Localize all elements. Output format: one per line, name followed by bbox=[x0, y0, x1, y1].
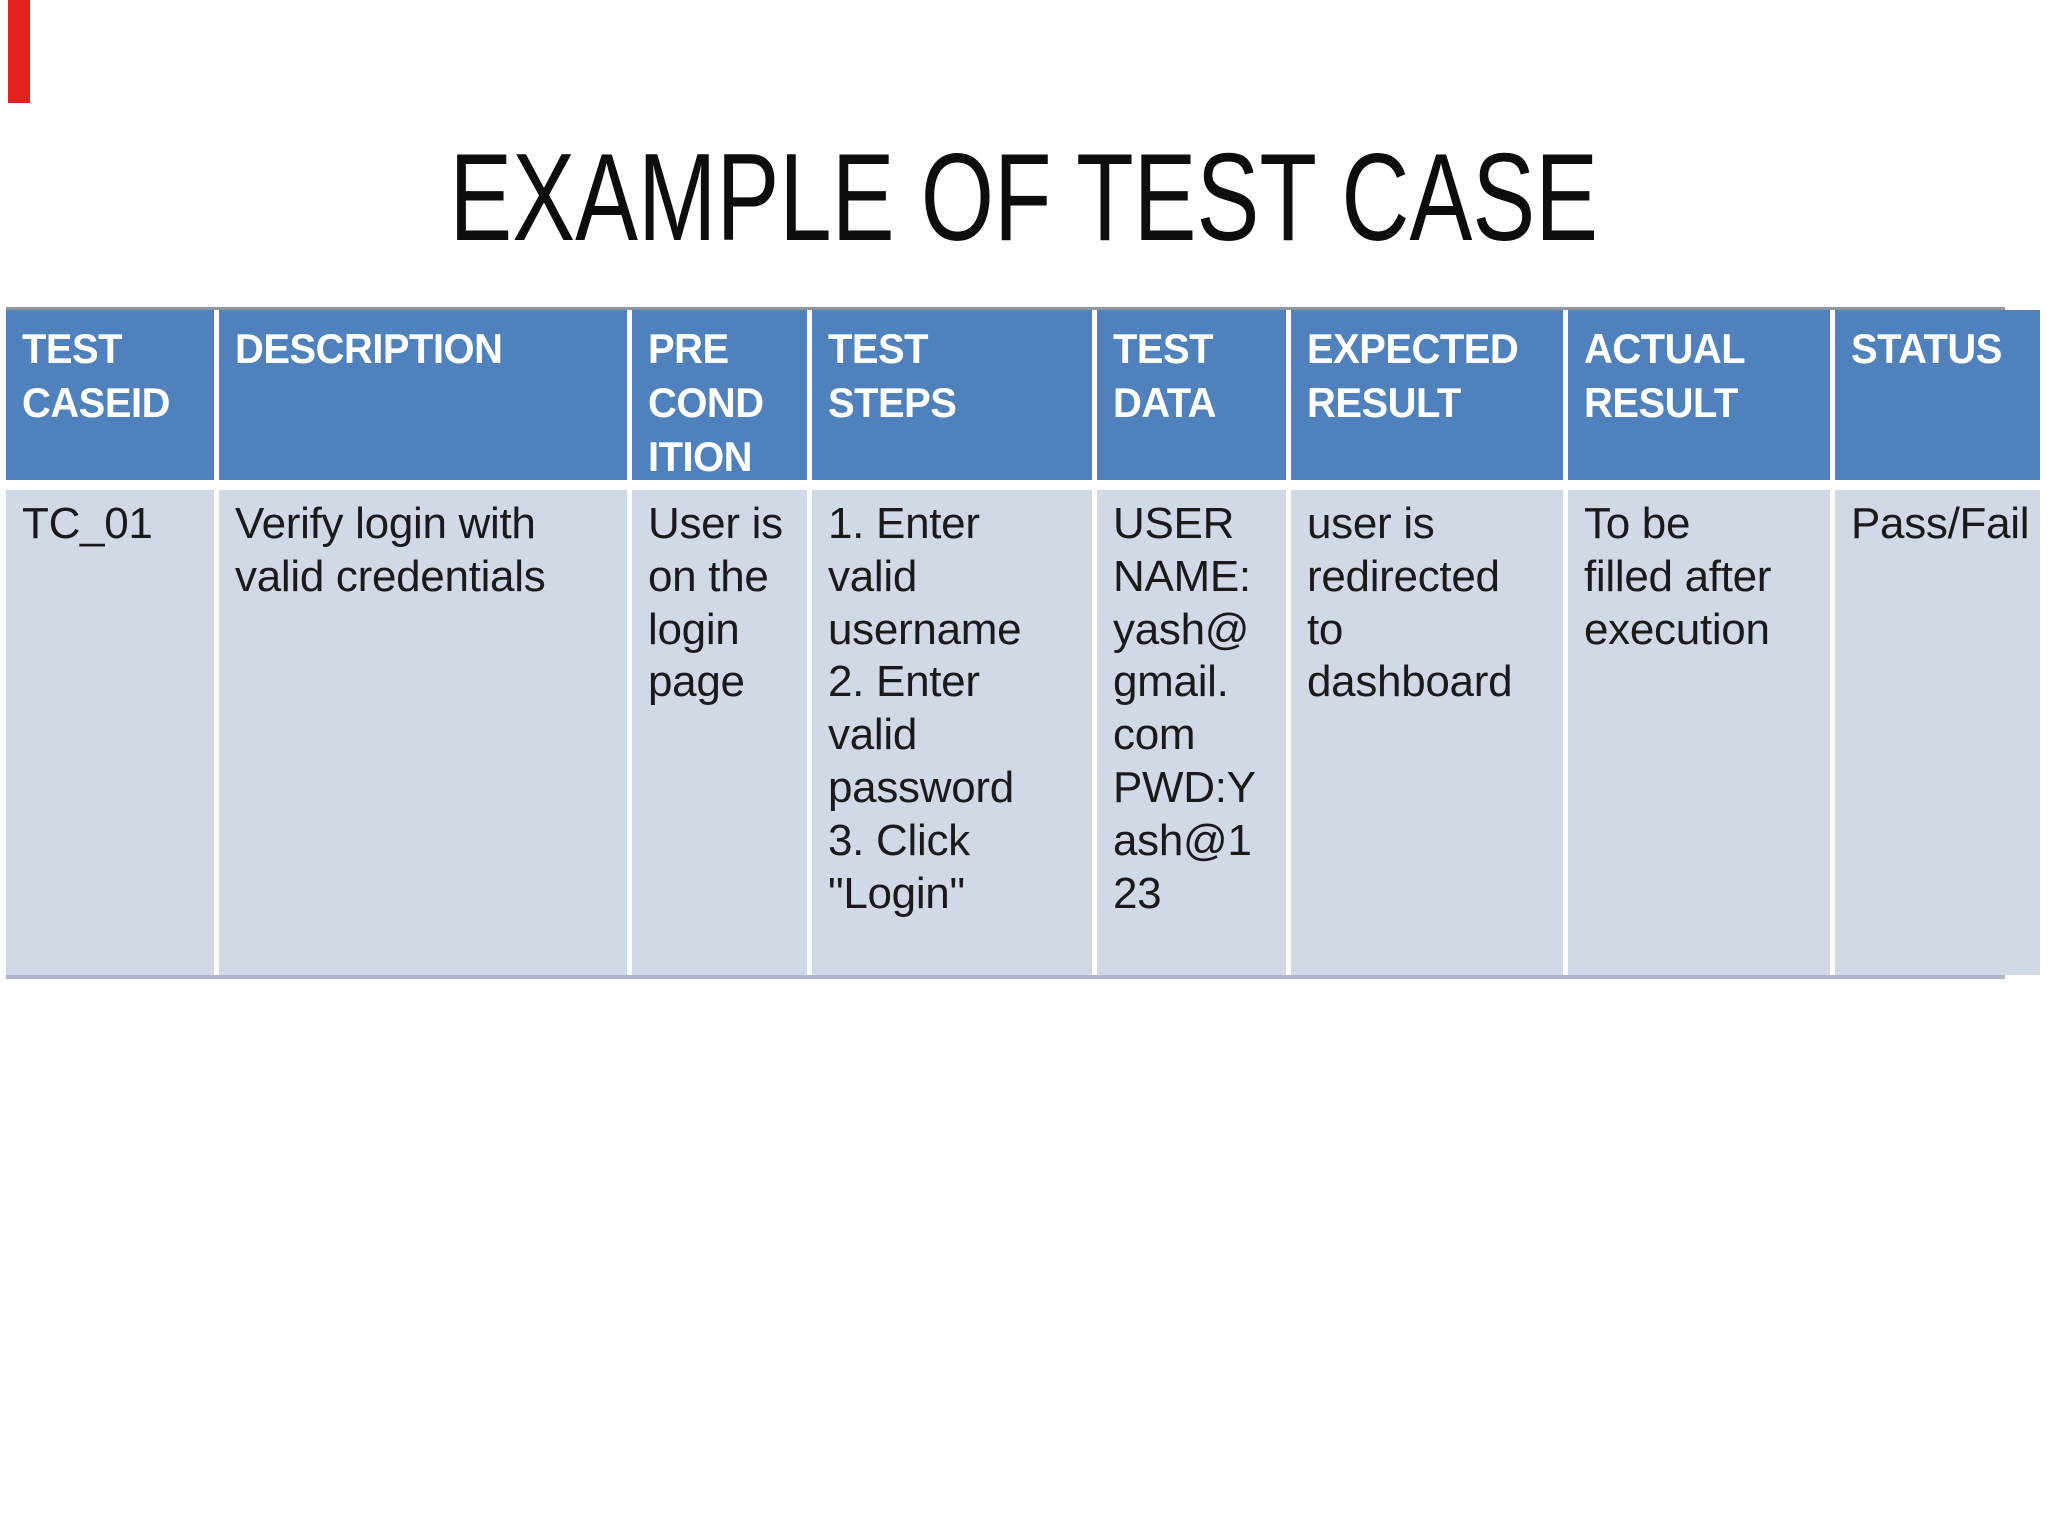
body-cell-description: Verify login with valid credentials bbox=[219, 490, 627, 975]
header-cell-status: STATUS bbox=[1835, 310, 2040, 480]
header-label-test-data: TEST DATA bbox=[1113, 325, 1217, 426]
header-label-expected-result: EXPECTED RESULT bbox=[1307, 325, 1519, 426]
header-label-test-caseid: TEST CASEID bbox=[22, 325, 170, 426]
red-annotation-marker bbox=[8, 0, 30, 103]
test-case-table: TEST CASEID DESCRIPTION PRE COND ITION TEST… bbox=[6, 307, 2040, 979]
header-cell-expected-result: EXPECTED RESULT bbox=[1291, 310, 1563, 480]
header-label-status: STATUS bbox=[1851, 325, 2002, 372]
body-cell-pre-cond-ition: User is on the login page bbox=[632, 490, 807, 975]
body-cell-actual-result: To be filled after execution bbox=[1568, 490, 1830, 975]
body-cell-test-data: USER NAME: yash@ gmail. com PWD:Y ash@1 … bbox=[1097, 490, 1286, 975]
header-cell-actual-result: ACTUAL RESULT bbox=[1568, 310, 1830, 480]
body-cell-expected-result: user is redirected to dashboard bbox=[1291, 490, 1563, 975]
header-cell-test-caseid: TEST CASEID bbox=[6, 310, 214, 480]
header-label-actual-result: ACTUAL RESULT bbox=[1584, 325, 1746, 426]
page-title: EXAMPLE OF TEST CASE bbox=[0, 129, 2048, 267]
body-cell-status: Pass/Fail bbox=[1835, 490, 2040, 975]
header-label-test-steps: TEST STEPS bbox=[828, 325, 957, 426]
header-label-pre-cond-ition: PRE COND ITION bbox=[648, 325, 764, 480]
header-cell-pre-cond-ition: PRE COND ITION bbox=[632, 310, 807, 480]
body-cell-test-caseid: TC_01 bbox=[6, 490, 214, 975]
page-title-text: EXAMPLE OF TEST CASE bbox=[449, 129, 1599, 267]
header-cell-test-steps: TEST STEPS bbox=[812, 310, 1092, 480]
header-label-description: DESCRIPTION bbox=[235, 325, 503, 372]
header-cell-description: DESCRIPTION bbox=[219, 310, 627, 480]
body-cell-test-steps: 1. Enter valid username 2. Enter valid p… bbox=[812, 490, 1092, 975]
header-cell-test-data: TEST DATA bbox=[1097, 310, 1286, 480]
